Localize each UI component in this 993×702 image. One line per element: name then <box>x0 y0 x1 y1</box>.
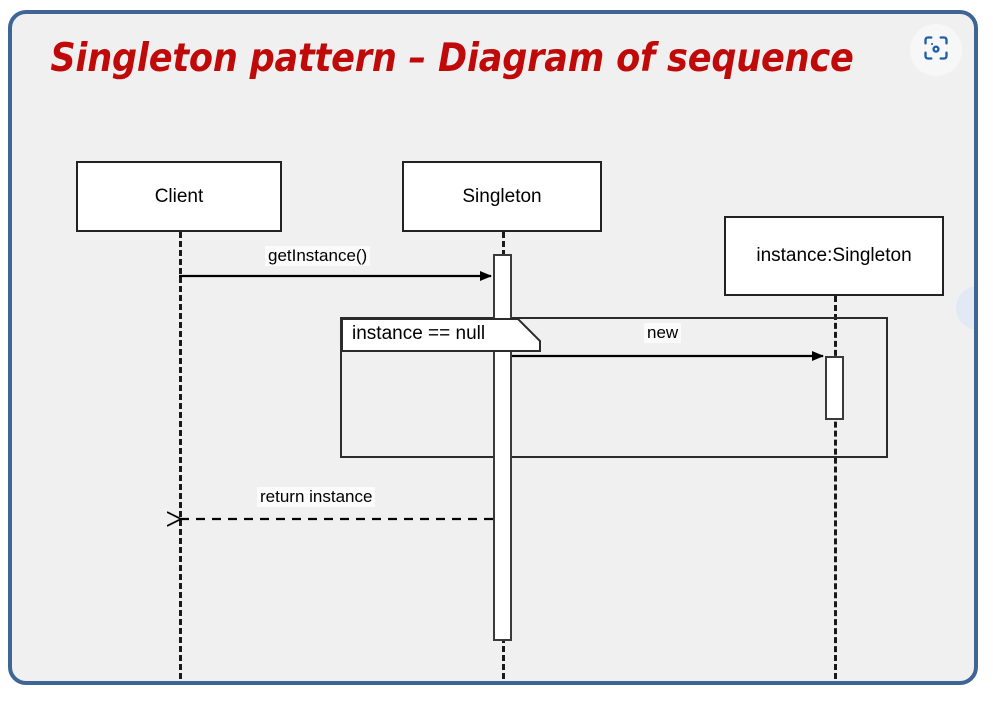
decorative-blob <box>956 286 974 330</box>
guard-tag-outline <box>341 318 541 352</box>
message-label-return-instance: return instance <box>257 487 376 507</box>
slide-frame: Singleton pattern – Diagram of sequence … <box>8 10 978 685</box>
message-label-getinstance-text: getInstance() <box>268 246 368 265</box>
lifeline-instance <box>834 296 837 679</box>
activation-bar-instance[interactable] <box>825 356 844 420</box>
participant-label-client: Client <box>154 185 204 207</box>
opt-fragment-box[interactable] <box>340 317 888 458</box>
guard-tag-outline-overlay <box>341 318 541 352</box>
participant-label-instance: instance:Singleton <box>756 245 912 266</box>
participant-box-instance[interactable]: instance:Singleton <box>724 216 944 296</box>
message-label-new: new <box>644 323 682 343</box>
message-label-new-text: new <box>647 323 679 342</box>
scan-focus-icon-button[interactable] <box>910 24 962 76</box>
messages-overlay <box>12 271 824 685</box>
fragment-guard-label: instance == null <box>352 323 486 344</box>
sequence-diagram: Client Singleton instance:Singleton <box>12 14 974 685</box>
fragment-guard-tag: instance == null <box>342 319 540 351</box>
page-title: Singleton pattern – Diagram of sequence <box>50 36 854 81</box>
participant-box-singleton[interactable]: Singleton <box>402 161 602 232</box>
scan-focus-icon <box>922 34 950 67</box>
lifeline-client <box>179 232 182 679</box>
message-label-return-instance-text: return instance <box>260 487 373 506</box>
participant-box-client[interactable]: Client <box>76 161 282 232</box>
participant-label-singleton: Singleton <box>462 185 542 207</box>
message-label-getinstance: getInstance() <box>265 246 371 266</box>
